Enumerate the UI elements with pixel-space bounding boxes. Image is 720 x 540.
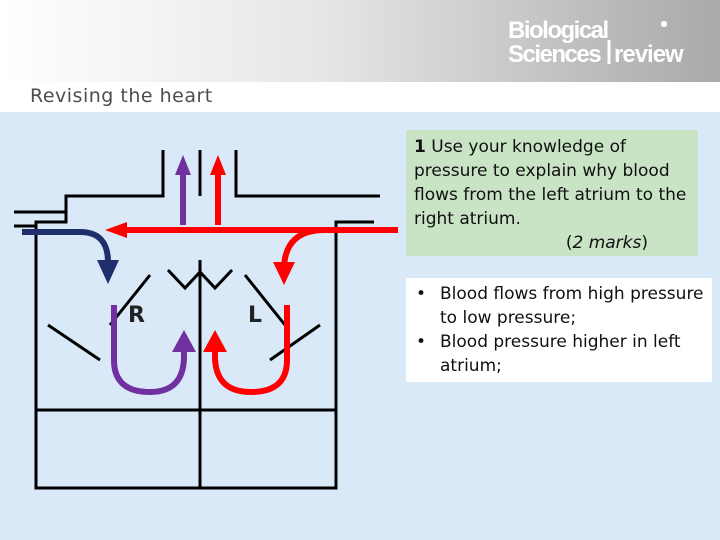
header-band [0, 0, 720, 82]
logo-word-review: review [614, 41, 684, 68]
page-subtitle: Revising the heart [30, 85, 213, 107]
marks-text: 2 marks [572, 233, 642, 253]
marks-open: ( [565, 233, 573, 253]
logo-line1: Biological [508, 17, 608, 44]
answer-point: Blood pressure higher in left atrium; [416, 330, 704, 378]
right-ventricle-arrowhead [172, 330, 196, 352]
answer-box: Blood flows from high pressure to low pr… [406, 278, 712, 382]
vena-cava-arrowhead [97, 260, 119, 284]
right-ventricle-arrow [111, 305, 187, 396]
left-atrium-arrow [281, 227, 326, 269]
logo-line2: Sciences [508, 41, 601, 68]
left-atrium-arrowhead [273, 262, 295, 285]
question-number: 1 [414, 137, 426, 157]
answer-point: Blood flows from high pressure to low pr… [416, 282, 704, 330]
vena-cava-arrow [22, 229, 111, 263]
aorta-arrowhead [210, 155, 226, 175]
answer-list: Blood flows from high pressure to low pr… [416, 282, 704, 378]
left-ventricle-arrowhead [203, 330, 227, 352]
question-box: 1 Use your knowledge of pressure to expl… [406, 130, 698, 256]
label-right-side: R [128, 303, 145, 328]
subtitle-band [0, 82, 720, 112]
marks-close: ) [641, 233, 648, 253]
heart-diagram: R L [14, 150, 398, 490]
pulmonary-vein-arrowhead [105, 222, 127, 238]
question-text: Use your knowledge of pressure to explai… [414, 137, 687, 229]
pulmonary-artery-arrowhead [175, 155, 191, 175]
logo-dot [661, 21, 667, 27]
biological-sciences-review-logo: Biological Sciences review [508, 17, 685, 68]
label-left-side: L [248, 303, 262, 328]
question-marks: (2 marks) [414, 231, 692, 255]
blood-flow-arrows [22, 155, 398, 396]
heart-outline [14, 150, 380, 490]
left-ventricle-arrow [212, 305, 290, 396]
